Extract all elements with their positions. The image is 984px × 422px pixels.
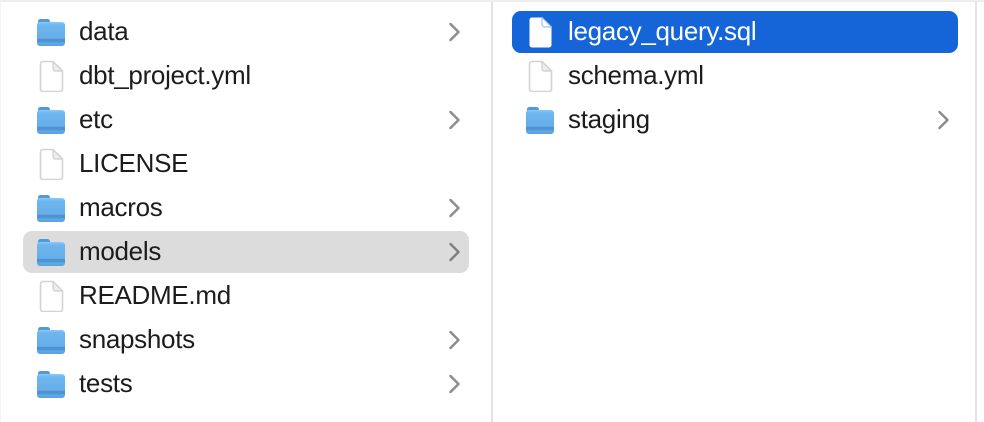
- chevron-right-icon: [448, 329, 461, 351]
- chevron-right-icon: [448, 21, 461, 43]
- row-file-schema-yml[interactable]: schema.yml: [512, 55, 958, 97]
- item-label: README.md: [79, 280, 231, 310]
- item-label: models: [79, 236, 162, 266]
- chevron-right-icon: [937, 109, 950, 131]
- file-icon: [526, 16, 554, 48]
- row-folder-macros[interactable]: macros: [23, 187, 469, 229]
- chevron-right-icon: [448, 197, 461, 219]
- row-folder-data[interactable]: data: [23, 11, 469, 53]
- item-label: etc: [79, 104, 113, 134]
- file-icon: [37, 280, 65, 312]
- file-icon: [526, 60, 554, 92]
- chevron-right-icon: [448, 373, 461, 395]
- item-label: snapshots: [79, 324, 195, 354]
- folder-icon: [526, 104, 554, 136]
- item-label: dbt_project.yml: [79, 60, 251, 90]
- folder-icon: [37, 104, 65, 136]
- column-child: legacy_query.sql schema.yml staging: [493, 2, 977, 422]
- item-label: schema.yml: [568, 60, 704, 90]
- folder-icon: [37, 16, 65, 48]
- chevron-right-icon: [448, 241, 461, 263]
- folder-icon: [37, 324, 65, 356]
- folder-icon: [37, 368, 65, 400]
- item-label: macros: [79, 192, 163, 222]
- row-folder-snapshots[interactable]: snapshots: [23, 319, 469, 361]
- item-label: LICENSE: [79, 148, 189, 178]
- chevron-right-icon: [448, 109, 461, 131]
- row-file-license[interactable]: LICENSE: [23, 143, 469, 185]
- row-file-readme-md[interactable]: README.md: [23, 275, 469, 317]
- item-label: legacy_query.sql: [568, 16, 757, 46]
- file-icon: [37, 148, 65, 180]
- item-label: data: [79, 16, 129, 46]
- item-label: tests: [79, 368, 133, 398]
- column-parent: data dbt_project.yml etc: [1, 2, 493, 422]
- row-file-legacy-query-sql-selected[interactable]: legacy_query.sql: [512, 11, 958, 53]
- row-folder-tests[interactable]: tests: [23, 363, 469, 405]
- row-folder-models-selected[interactable]: models: [23, 231, 469, 273]
- item-label: staging: [568, 104, 650, 134]
- row-file-dbt-project-yml[interactable]: dbt_project.yml: [23, 55, 469, 97]
- row-folder-staging[interactable]: staging: [512, 99, 958, 141]
- folder-icon: [37, 192, 65, 224]
- row-folder-etc[interactable]: etc: [23, 99, 469, 141]
- folder-icon: [37, 236, 65, 268]
- file-icon: [37, 60, 65, 92]
